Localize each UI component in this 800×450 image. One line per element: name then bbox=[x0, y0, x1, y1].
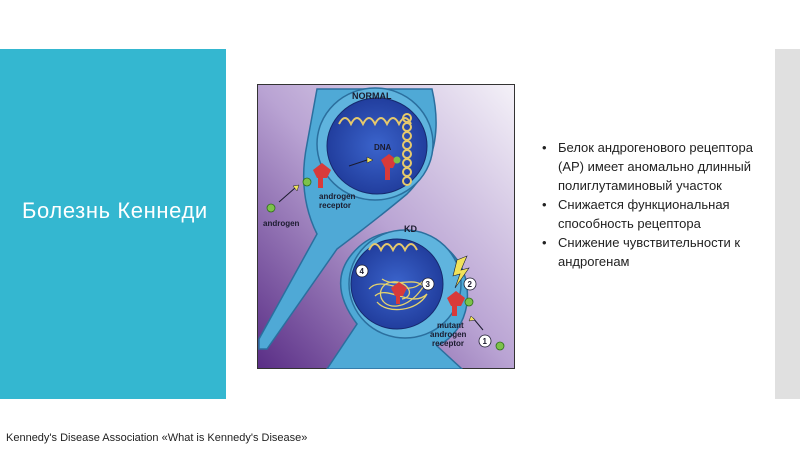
svg-text:4: 4 bbox=[360, 267, 365, 276]
normal-label: NORMAL bbox=[352, 91, 392, 101]
dna-label: DNA bbox=[374, 143, 392, 152]
normal-dna-helix bbox=[402, 113, 412, 186]
androgen-receptor-icon bbox=[313, 163, 331, 188]
kennedy-disease-diagram: NORMAL DNA androgen receptor androgen KD bbox=[257, 84, 515, 369]
aggregated-receptor-icon bbox=[391, 282, 407, 304]
normal-dna-strand bbox=[338, 117, 412, 127]
kd-androgen-icon bbox=[495, 341, 505, 351]
nuclear-receptor-icon bbox=[381, 154, 401, 180]
lightning-icon bbox=[452, 255, 470, 289]
bound-androgen-icon bbox=[302, 177, 312, 187]
bullet-list: Белок андрогенового рецептора (АР) имеет… bbox=[540, 138, 780, 271]
step-1-marker: 1 bbox=[478, 334, 492, 348]
mutant-receptor-icon bbox=[447, 291, 465, 316]
entry-arrow bbox=[278, 187, 296, 203]
androgen-receptor-label-2: receptor bbox=[319, 201, 351, 210]
svg-text:3: 3 bbox=[426, 280, 431, 289]
weak-androgen-icon bbox=[464, 297, 474, 307]
androgen-icon bbox=[266, 203, 276, 213]
kd-entry-arrow-head bbox=[468, 315, 476, 322]
kd-label: KD bbox=[404, 224, 417, 234]
androgen-receptor-label-1: androgen bbox=[319, 192, 356, 201]
source-citation: Kennedy's Disease Association «What is K… bbox=[6, 432, 308, 444]
bullet-item: Снижение чувствительности к андрогенам bbox=[540, 233, 780, 271]
svg-text:2: 2 bbox=[468, 280, 473, 289]
title-panel bbox=[0, 49, 226, 399]
mutant-label-3: receptor bbox=[432, 339, 464, 348]
mutant-label-1: mutant bbox=[437, 321, 464, 330]
svg-text:1: 1 bbox=[483, 337, 488, 346]
step-3-marker: 3 bbox=[421, 277, 435, 291]
entry-arrow-head bbox=[292, 184, 300, 192]
import-arrow bbox=[348, 159, 368, 167]
mutant-label-2: androgen bbox=[430, 330, 467, 339]
androgen-label: androgen bbox=[263, 219, 300, 228]
import-arrow-head bbox=[366, 156, 374, 164]
step-4-marker: 4 bbox=[355, 264, 369, 278]
step-2-marker: 2 bbox=[463, 277, 477, 291]
slide-title: Болезнь Кеннеди bbox=[22, 198, 208, 223]
kd-dna-strand bbox=[368, 243, 418, 253]
bullet-item: Снижается функциональная способность рец… bbox=[540, 195, 780, 233]
bullet-item: Белок андрогенового рецептора (АР) имеет… bbox=[540, 138, 780, 195]
